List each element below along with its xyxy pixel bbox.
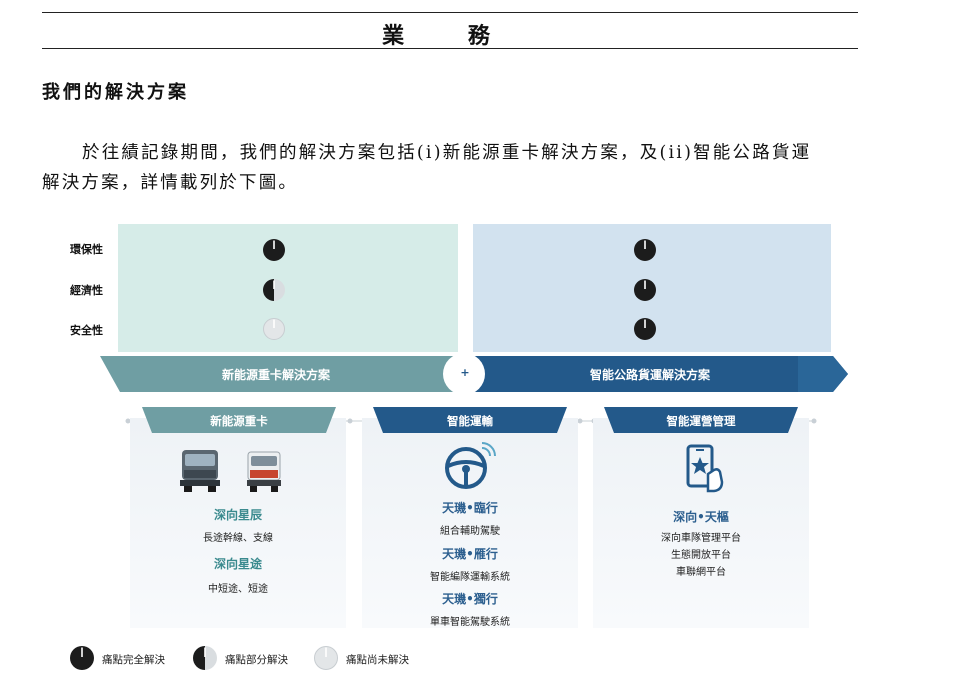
row-label-safety: 安全性 [70, 324, 103, 337]
legend-partial-icon [193, 646, 217, 670]
tab-label: 新能源重卡 [210, 414, 268, 428]
row-label-economic: 經濟性 [70, 284, 103, 297]
product-description: 單車智能駕駛系統 [430, 617, 510, 628]
header-top-rule [42, 12, 858, 13]
product-description: 中短途、短途 [208, 584, 268, 595]
product-name: 天璣•臨行 [442, 501, 498, 515]
legend-label: 痛點部分解決 [225, 654, 288, 666]
rating-partial-icon [263, 279, 285, 301]
product-description: 長途幹線、支線 [203, 533, 273, 544]
steering-wheel-icon [445, 442, 496, 489]
platform-line: 車聯網平台 [676, 567, 726, 578]
platform-line: 深向車隊管理平台 [661, 533, 741, 544]
tab-intelligent-operations [604, 407, 798, 433]
product-name: 天璣•獨行 [442, 592, 498, 606]
card-intelligent-operations [593, 418, 809, 628]
row-label-environmental: 環保性 [70, 243, 103, 256]
right-solution-title: 智能公路貨運解決方案 [589, 368, 710, 382]
rating-none-icon [263, 318, 285, 340]
rating-full-icon [263, 239, 285, 261]
truck-icon [247, 451, 281, 492]
rating-full-icon [634, 318, 656, 340]
product-name: 深向星辰 [213, 508, 262, 522]
page-header-title: 業 務 [382, 23, 518, 49]
section-heading: 我們的解決方案 [42, 82, 189, 103]
product-description: 智能編隊運輸系統 [430, 572, 510, 583]
platform-line: 生態開放平台 [671, 550, 731, 561]
card-intelligent-transport [362, 418, 578, 628]
legend-label: 痛點尚未解決 [346, 654, 409, 666]
mobile-platform-icon [686, 444, 724, 493]
card-new-energy-truck [130, 418, 346, 628]
legend-label: 痛點完全解決 [102, 654, 165, 666]
body-paragraph-line-2: 解決方案，詳情載列於下圖。 [42, 173, 299, 193]
product-name: 深向•天樞 [673, 510, 729, 524]
rating-full-icon [634, 279, 656, 301]
tab-label: 智能運輸 [447, 414, 493, 428]
product-name: 天璣•雁行 [442, 547, 498, 561]
product-description: 組合輔助駕駛 [440, 526, 500, 537]
solution-banner [100, 354, 848, 394]
tab-label: 智能運營管理 [666, 414, 736, 428]
plus-symbol: + [460, 366, 470, 379]
left-solution-title: 新能源重卡解決方案 [221, 368, 330, 382]
rating-full-icon [634, 239, 656, 261]
legend-none-icon [314, 646, 338, 670]
body-paragraph-line-1: 於往績記錄期間，我們的解決方案包括(i)新能源重卡解決方案，及(ii)智能公路貨… [82, 143, 812, 163]
left-solution-panel [118, 224, 458, 352]
header-bottom-rule [42, 48, 858, 49]
truck-icon [180, 450, 220, 492]
legend-full-icon [70, 646, 94, 670]
tab-intelligent-transport [373, 407, 567, 433]
product-name: 深向星途 [213, 557, 262, 571]
tab-new-energy-truck [142, 407, 336, 433]
